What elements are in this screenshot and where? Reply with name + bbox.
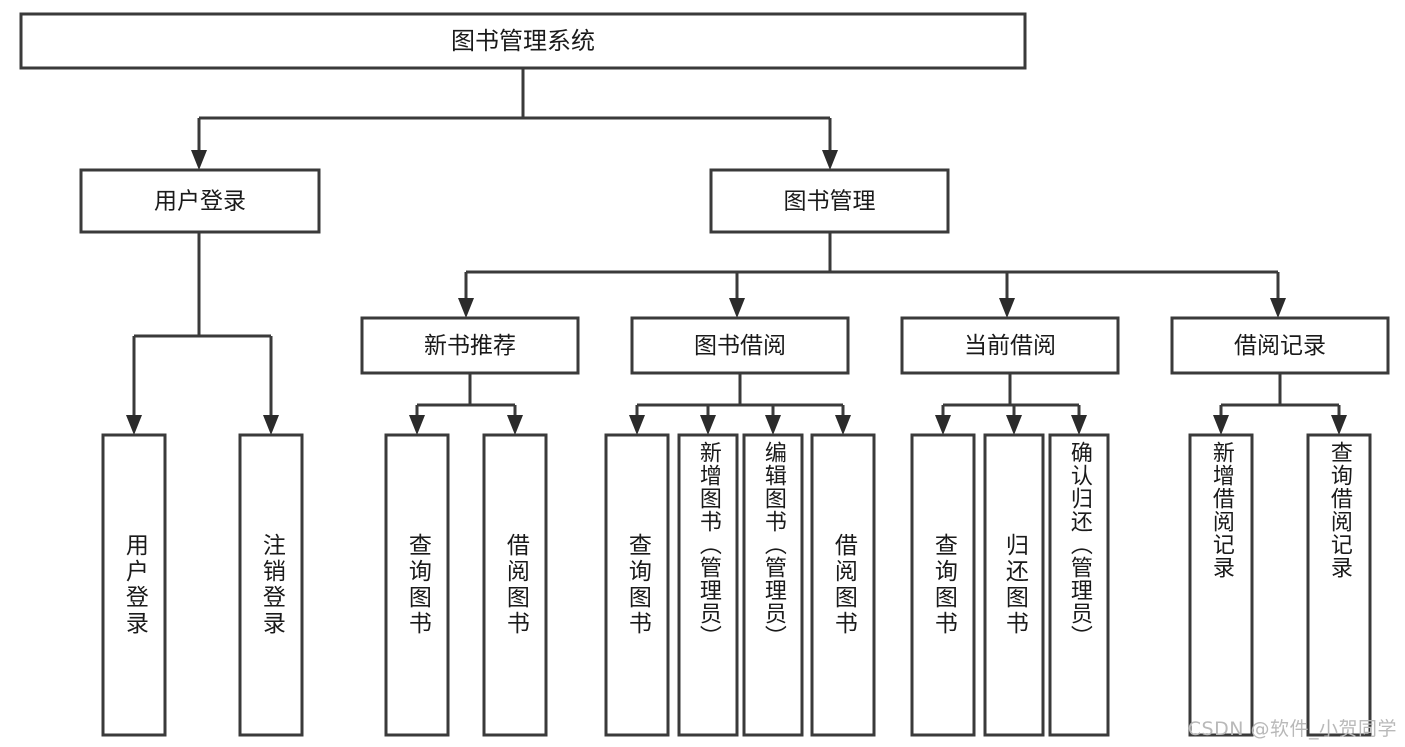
arrow-head-icon [729,298,745,318]
node-box[interactable] [1188,433,1254,737]
node-leaf-1[interactable] [238,433,304,737]
node-leaf-10[interactable] [1048,433,1110,737]
arrow-head-icon [935,415,951,435]
arrow-head-icon [1270,298,1286,318]
arrow-head-icon [1006,415,1022,435]
node-box[interactable] [983,433,1045,737]
node-box[interactable] [604,433,670,737]
arrow-head-icon [629,415,645,435]
arrow-head-icon [1331,415,1347,435]
connectors-layer [126,68,1347,435]
node-level2-0[interactable]: 用户登录 [79,168,321,234]
node-leaf-7[interactable] [810,433,876,737]
connector-book-mgmt-to-level3 [458,232,1286,318]
arrow-head-icon [409,415,425,435]
node-leaf-5[interactable] [677,433,739,737]
node-box[interactable] [810,433,876,737]
node-leaf-4[interactable] [604,433,670,737]
node-box[interactable] [19,12,1027,70]
connector-new-book-to-leaves [409,373,523,435]
node-label: 新书推荐 [424,333,516,359]
connector-current-borrow-to-leaves [935,373,1087,435]
node-level3-3[interactable]: 借阅记录 [1170,316,1390,375]
node-label: 图书管理 [784,189,876,215]
node-label: 借阅记录 [1234,333,1326,359]
node-box[interactable] [709,168,950,234]
connector-root-to-level2 [191,68,838,170]
arrow-head-icon [126,415,142,435]
connector-borrow-to-leaves [629,373,851,435]
watermark-text: CSDN @软件_小贺同学 [1187,718,1397,740]
arrow-head-icon [191,150,207,170]
node-label: 图书借阅 [694,333,786,359]
node-box[interactable] [900,316,1120,375]
node-box[interactable] [482,433,548,737]
node-box[interactable] [79,168,321,234]
node-box[interactable] [1306,433,1372,737]
node-root-图书管理系统[interactable]: 图书管理系统 [19,12,1027,70]
arrow-head-icon [999,298,1015,318]
node-leaf-2[interactable] [384,433,450,737]
node-box[interactable] [360,316,580,375]
arrow-head-icon [263,415,279,435]
node-leaf-12[interactable] [1306,433,1372,737]
node-box[interactable] [101,433,167,737]
node-box[interactable] [384,433,450,737]
node-leaf-6[interactable] [742,433,804,737]
node-label: 图书管理系统 [451,27,595,55]
node-level3-0[interactable]: 新书推荐 [360,316,580,375]
arrow-head-icon [1071,415,1087,435]
node-box[interactable] [742,433,804,737]
node-leaf-9[interactable] [983,433,1045,737]
node-level3-2[interactable]: 当前借阅 [900,316,1120,375]
node-box[interactable] [677,433,739,737]
node-level3-1[interactable]: 图书借阅 [630,316,850,375]
node-level2-1[interactable]: 图书管理 [709,168,950,234]
node-leaf-11[interactable] [1188,433,1254,737]
arrow-head-icon [765,415,781,435]
node-leaf-3[interactable] [482,433,548,737]
connector-records-to-leaves [1213,373,1347,435]
connector-user-login-to-leaves [126,232,279,435]
node-box[interactable] [910,433,976,737]
node-box[interactable] [1048,433,1110,737]
node-leaf-8[interactable] [910,433,976,737]
node-box[interactable] [1170,316,1390,375]
arrow-head-icon [507,415,523,435]
arrow-head-icon [835,415,851,435]
arrow-head-icon [700,415,716,435]
arrow-head-icon [458,298,474,318]
node-label: 用户登录 [154,189,246,215]
arrow-head-icon [1213,415,1229,435]
node-box[interactable] [238,433,304,737]
node-leaf-0[interactable] [101,433,167,737]
node-label: 当前借阅 [964,333,1056,359]
node-box[interactable] [630,316,850,375]
arrow-head-icon [822,150,838,170]
